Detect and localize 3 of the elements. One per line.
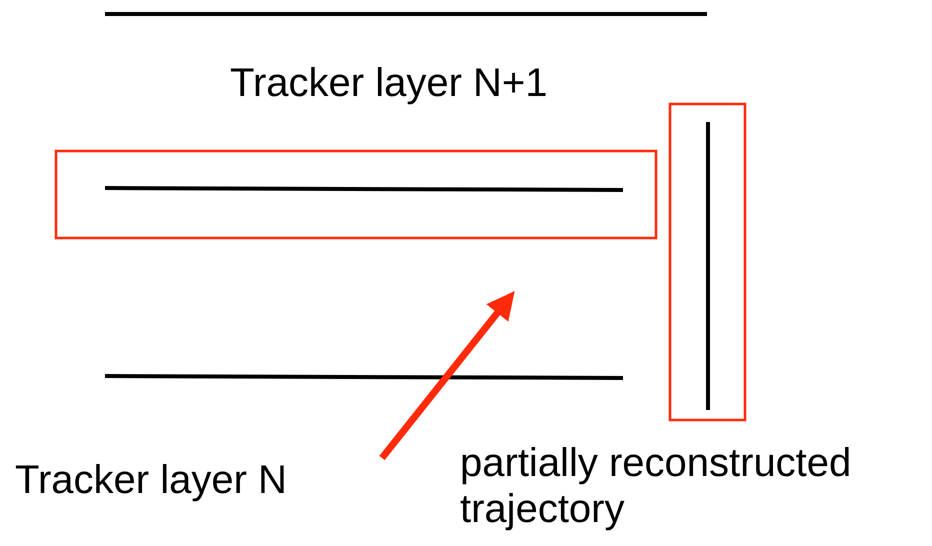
layer-label: partially reconstructed trajectory	[460, 440, 852, 532]
layer-label: Tracker layer N	[15, 457, 288, 503]
layer-label: Tracker layer N+1	[230, 60, 548, 106]
